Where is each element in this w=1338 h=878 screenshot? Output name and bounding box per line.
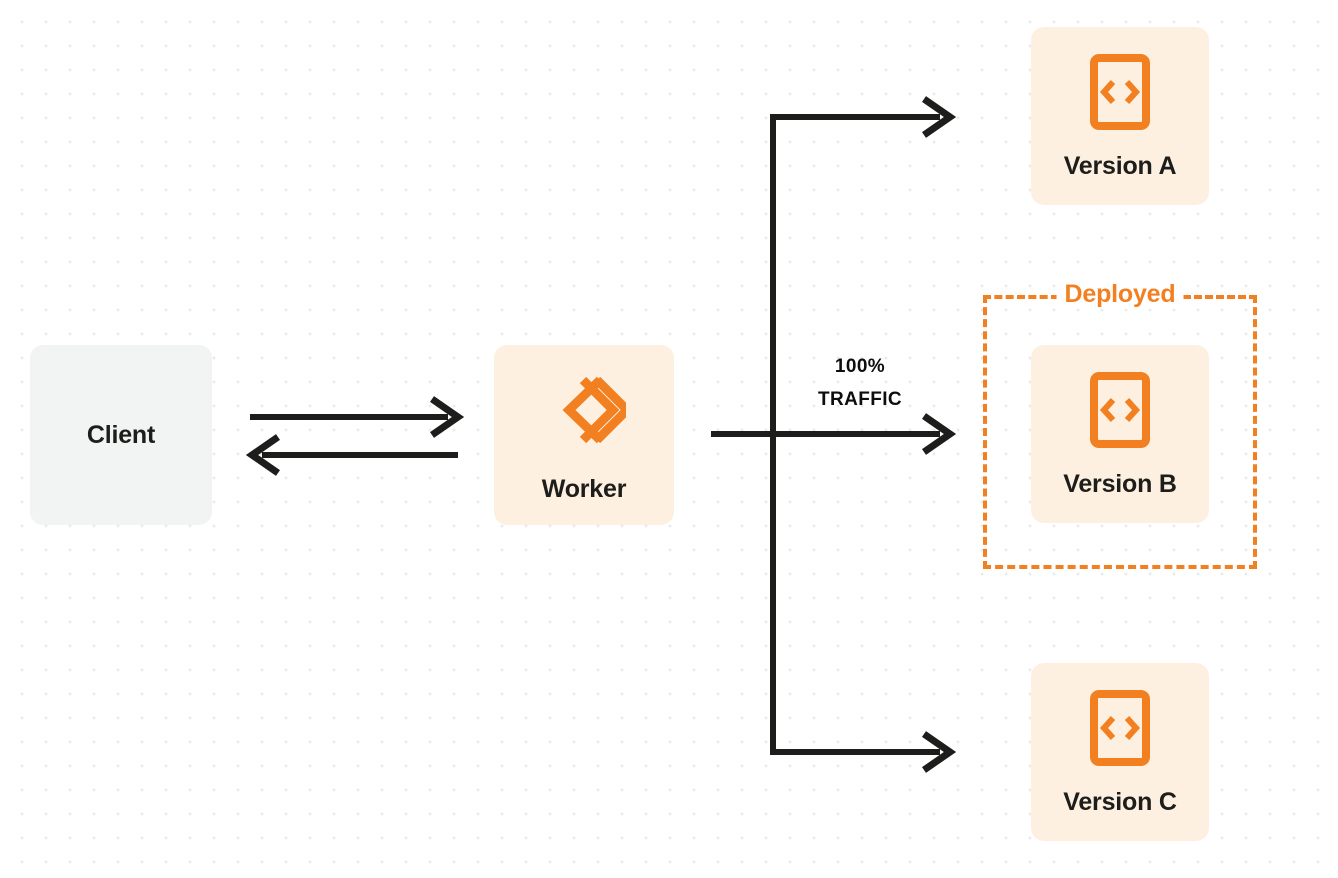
deployed-border-top-right [1183,295,1257,299]
deployed-group: Deployed [983,280,1257,569]
code-file-icon [1089,371,1151,454]
deployed-border-left [983,295,987,569]
traffic-label: 100% TRAFFIC [790,350,930,417]
node-version-a-label: Version A [1063,152,1177,180]
code-file-icon [1089,53,1151,136]
cloudflare-workers-icon [542,368,634,457]
deployed-border-right [1253,295,1257,569]
deployed-border-top-left [983,295,1059,299]
edge-worker-to-version-c [770,731,957,773]
code-file-icon [1089,689,1151,772]
node-version-c[interactable]: Version C [1031,663,1209,841]
node-client-label: Client [86,420,156,449]
node-version-a[interactable]: Version A [1031,27,1209,205]
deployed-border-bottom [983,565,1257,569]
node-client[interactable]: Client [30,345,212,525]
node-worker[interactable]: Worker [494,345,674,525]
traffic-caption: TRAFFIC [817,389,903,411]
edge-worker-to-version-a [770,96,957,138]
node-version-b[interactable]: Version B [1031,345,1209,523]
node-version-b-label: Version B [1063,470,1177,498]
edge-client-to-worker [250,396,465,438]
traffic-percent: 100% [834,356,886,377]
node-version-c-label: Version C [1063,788,1177,816]
deployed-group-label: Deployed [1056,280,1184,309]
edge-worker-to-version-b [773,413,957,455]
node-worker-label: Worker [541,475,627,503]
edge-worker-to-client [245,434,458,476]
